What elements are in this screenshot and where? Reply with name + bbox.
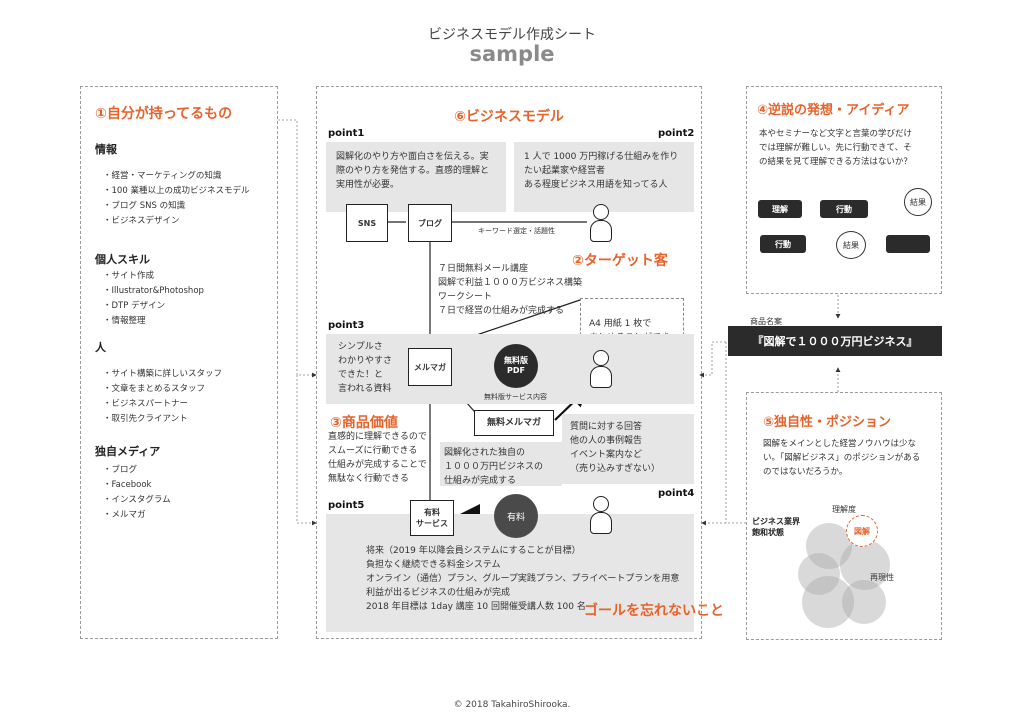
market-bubble xyxy=(806,523,852,569)
point2-box: 1 人で 1000 万円稼げる仕組みを作り たい起業家や経営者 ある程度ビジネス… xyxy=(514,142,694,212)
industry-saturation-label: ビジネス業界 飽和状態 xyxy=(752,517,800,537)
list-item: Illustrator&Photoshop xyxy=(103,284,204,299)
market-bubble xyxy=(798,553,840,595)
axis-understanding-label: 理解度 xyxy=(832,505,856,514)
free-merumaga-node: 無料メルマガ xyxy=(474,410,554,436)
sample-label: sample xyxy=(469,42,555,66)
point5-label: point5 xyxy=(328,500,365,511)
list-item: 取引先クライアント xyxy=(103,412,222,427)
axis-reproducibility-label: 再現性 xyxy=(870,573,894,582)
business-model-panel xyxy=(316,86,702,639)
flow-result-label-2: 結果 xyxy=(843,240,859,250)
customer-person-icon xyxy=(588,350,612,388)
email-course-text: ７日間無料メール講座 図解で利益１０００万ビジネス構築 ワークシート ７日で経営… xyxy=(438,264,583,316)
position-panel: ⑤独自性・ポジション 図解をメインとした経営ノウハウは少な い。「図解ビジネス」… xyxy=(746,392,942,640)
point2-label: point2 xyxy=(658,128,695,139)
market-bubble xyxy=(840,540,890,590)
people-list: サイト構築に詳しいスタッフ 文章をまとめるスタッフ ビジネスパートナー 取引先ク… xyxy=(103,367,223,427)
list-item: 経営・マーケティングの知識 xyxy=(103,169,249,184)
assets-panel: ①自分が持ってるもの 情報 経営・マーケティングの知識 100 業種以上の成功ビ… xyxy=(80,86,278,639)
paid-service-node: 有料 サービス xyxy=(410,500,454,536)
list-item: インスタグラム xyxy=(103,493,171,508)
point1-label: point1 xyxy=(328,128,365,139)
list-item: サイト作成 xyxy=(103,269,204,284)
target-person-icon xyxy=(588,204,612,242)
list-item: サイト構築に詳しいスタッフ xyxy=(103,367,223,382)
flow-result-circle-2: 結果 xyxy=(836,231,866,259)
copyright: © 2018 TakahiroShirooka. xyxy=(453,700,571,710)
sns-node: SNS xyxy=(346,204,388,242)
market-bubble xyxy=(802,576,854,628)
flow-result-circle: 結果 xyxy=(904,188,932,216)
paradox-text: 本やセミナーなど文字と言葉の学びだけ では理解が難しい。先に行動できて、そ の結… xyxy=(759,129,913,167)
position-text: 図解をメインとした経営ノウハウは少な い。「図解ビジネス」のポジションがある の… xyxy=(763,439,921,477)
keyword-label: キーワード選定・話題性 xyxy=(478,227,555,235)
paid-circle: 有料 xyxy=(494,494,538,538)
product-value-text: 直感的に理解できるので スムーズに行動できる 仕組みが完成することで 無駄なく行… xyxy=(328,432,427,484)
list-item: 情報整理 xyxy=(103,314,204,329)
free-service-label: 無料版サービス内容 xyxy=(484,393,547,401)
blog-node: ブログ xyxy=(408,204,452,242)
list-item: ビジネスデザイン xyxy=(103,214,249,229)
point3-label: point3 xyxy=(328,320,365,331)
point4-label: point4 xyxy=(658,488,695,499)
product-value-title: ③商品価値 xyxy=(330,415,398,431)
zukai-bubble: 図解 xyxy=(846,515,878,547)
section-heading-media: 独自メディア xyxy=(95,445,161,458)
target-customer-title: ②ターゲット客 xyxy=(572,253,668,269)
paradox-title: ④逆説の発想・アイディア xyxy=(757,103,910,118)
unique-box: 図解化された独自の １０００万円ビジネスの 仕組みが完成する xyxy=(440,442,562,486)
paid-service-label: 有料 サービス xyxy=(416,508,448,528)
business-model-title: ⑥ビジネスモデル xyxy=(454,109,564,125)
list-item: 100 業種以上の成功ビジネスモデル xyxy=(103,184,250,199)
merumaga-node: メルマガ xyxy=(408,348,452,386)
goal-note: ゴールを忘れないこと xyxy=(584,603,724,619)
product-name-box: 『図解で１０００万円ビジネス』 xyxy=(728,326,942,356)
free-pdf-circle: 無料版 PDF xyxy=(494,344,538,388)
flow-action: 行動 xyxy=(820,200,868,218)
flow-understand-hidden xyxy=(886,235,930,253)
list-item: メルマガ xyxy=(103,508,171,523)
product-name: 『図解で１０００万円ビジネス』 xyxy=(752,335,918,348)
flow-action-2: 行動 xyxy=(760,235,806,253)
market-bubble xyxy=(842,580,886,624)
list-item: ブログ SNS の知識 xyxy=(103,199,249,214)
list-item: ブログ xyxy=(103,463,171,478)
point1-box: 図解化のやり方や面白さを伝える。実 際のやり方を発信する。直感的理解と 実用性が… xyxy=(326,142,506,212)
zukai-label: 図解 xyxy=(854,526,870,536)
list-item: Facebook xyxy=(103,478,171,493)
point5-text: 将来（2019 年以降会員システムにすることが目標） 負担なく継続できる料金シス… xyxy=(366,546,680,612)
list-item: ビジネスパートナー xyxy=(103,397,222,412)
section-heading-info: 情報 xyxy=(95,143,117,156)
paid-customer-person-icon xyxy=(588,496,612,534)
assets-title: ①自分が持ってるもの xyxy=(95,106,233,122)
free-pdf-label: 無料版 PDF xyxy=(504,356,528,375)
paradox-panel: ④逆説の発想・アイディア 本やセミナーなど文字と言葉の学びだけ では理解が難しい… xyxy=(746,86,942,294)
list-item: DTP デザイン xyxy=(103,299,204,314)
point3-text: シンプルさ わかりやすさ できた！と 言われる資料 xyxy=(338,342,393,394)
flow-understand: 理解 xyxy=(758,200,802,218)
section-heading-people: 人 xyxy=(95,341,106,354)
media-list: ブログ Facebook インスタグラム メルマガ xyxy=(103,463,171,523)
flow-result-label: 結果 xyxy=(910,197,926,207)
position-title: ⑤独自性・ポジション xyxy=(763,415,892,430)
info-list: 経営・マーケティングの知識 100 業種以上の成功ビジネスモデル ブログ SNS… xyxy=(103,169,250,229)
section-heading-skills: 個人スキル xyxy=(95,253,150,266)
sheet-title: ビジネスモデル作成シート xyxy=(428,27,596,43)
product-name-label: 商品名案 xyxy=(750,317,782,326)
skills-list: サイト作成 Illustrator&Photoshop DTP デザイン 情報整… xyxy=(103,269,204,329)
qa-box: 質問に対する回答 他の人の事例報告 イベント案内など （売り込みすぎない） xyxy=(562,414,694,484)
paid-label: 有料 xyxy=(506,512,525,523)
list-item: 文章をまとめるスタッフ xyxy=(103,382,222,397)
